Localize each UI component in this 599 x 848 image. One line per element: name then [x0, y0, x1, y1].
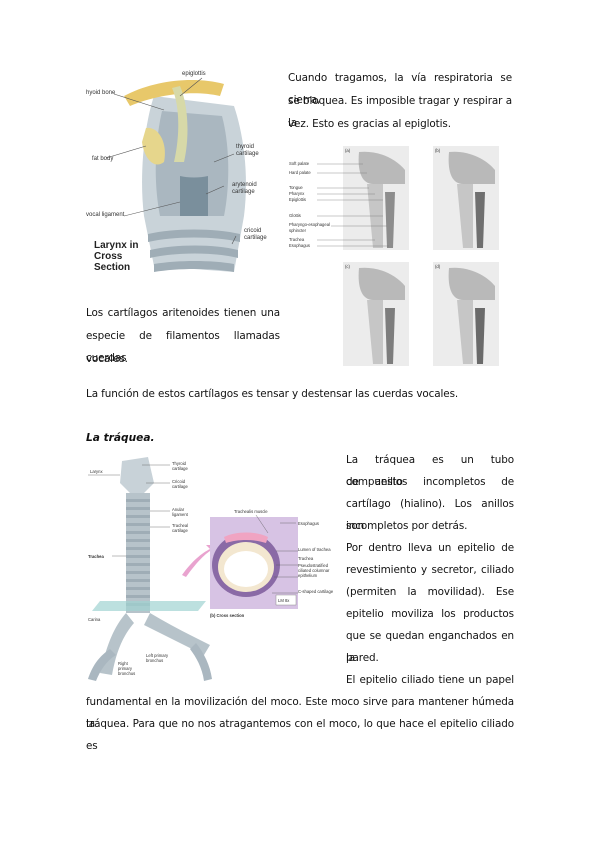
paragraph-funcion: La función de estos cartílagos es tensar… — [86, 388, 459, 400]
label-trachea-s: Trachea — [298, 556, 314, 561]
paragraph-traquea-line3: cartílago (hialino). Los anillos son — [346, 498, 514, 532]
paragraph-full-line1: fundamental en la movilización del moco.… — [86, 696, 514, 730]
label-right-bronchus-2: primary — [118, 666, 133, 671]
paragraph-epiglotis-line1: Cuando tragamos, la vía respiratoria se … — [288, 72, 512, 106]
paragraph-traquea-line9: que se quedan enganchados en la — [346, 630, 514, 664]
label-thyroid-t: Thyroid — [172, 461, 187, 466]
label-glottis: Glottis — [289, 213, 301, 218]
trachea-figure: Larynx Thyroid cartilage Cricoid cartila… — [86, 453, 340, 685]
label-thyroid-cartilage: cartilage — [236, 151, 259, 157]
label-carina: Carina — [88, 617, 101, 622]
swallow-panel-c — [343, 262, 409, 366]
label-thyroid: thyroid — [236, 144, 254, 150]
paragraph-full-line2: tráquea. Para que no nos atragantemos co… — [86, 718, 514, 752]
panel-label-d: (d) — [435, 264, 441, 269]
label-cross-section: (b) Cross section — [210, 613, 245, 618]
label-tracheal: Tracheal — [172, 523, 188, 528]
label-epiglottis-b: Epiglottis — [289, 197, 306, 202]
label-pharyngo-esophageal: Pharyngo-esophageal — [289, 222, 330, 227]
paragraph-traquea-line1: La tráquea es un tubo compuesto — [346, 454, 514, 488]
label-pseudostratified: Pseudostratified — [298, 563, 329, 568]
label-right-bronchus: Right — [118, 661, 129, 666]
label-trachealis-muscle: Trachealis muscle — [234, 509, 268, 514]
label-arytenoid-cartilage: cartilage — [232, 189, 255, 195]
paragraph-epiglotis-line3: vez. Esto es gracias al epiglotis. — [288, 118, 451, 130]
label-left-bronchus-2: bronchus — [146, 658, 163, 663]
label-hard-palate: Hard palate — [289, 170, 311, 175]
larynx-title-line2: Cross — [94, 251, 123, 262]
label-arytenoid: arytenoid — [232, 182, 257, 188]
label-lm: LM 8x — [278, 598, 290, 603]
label-tracheal-cartilage: cartilage — [172, 528, 188, 533]
swallowing-figure: (a) (b) (c) (d) Soft palate Hard palate … — [287, 144, 507, 370]
label-c-shaped-cartilage: C-shaped cartilage — [298, 589, 334, 594]
panel-label-b: (b) — [435, 148, 441, 153]
label-tongue: Tongue — [289, 185, 303, 190]
label-larynx: Larynx — [90, 469, 103, 474]
label-soft-palate: Soft palate — [289, 161, 310, 166]
label-anular: Anular — [172, 507, 185, 512]
paragraph-traquea-line11: El epitelio ciliado tiene un papel — [346, 674, 514, 686]
label-ciliated-columnar: ciliated columnar — [298, 568, 330, 573]
label-fat-body: fat body — [92, 156, 113, 162]
paragraph-aritenoides-line1: Los cartílagos aritenoides tienen una — [86, 307, 280, 319]
label-epithelium: epithelium — [298, 573, 318, 578]
label-pharynx: Pharynx — [289, 191, 305, 196]
label-lumen: Lumen of trachea — [298, 547, 331, 552]
larynx-title-line1: Larynx in — [94, 240, 138, 251]
label-cricoid-t: Cricoid — [172, 479, 186, 484]
paragraph-traquea-line6: revestimiento y secretor, ciliado — [346, 564, 514, 576]
swallow-panel-d — [433, 262, 499, 366]
paragraph-epiglotis-line2: se bloquea. Es imposible tragar y respir… — [288, 95, 512, 129]
paragraph-traquea-line10: pared. — [346, 652, 379, 664]
label-trachea-t: Trachea — [88, 554, 105, 559]
paragraph-traquea-line7: (permiten la movilidad). Ese — [346, 586, 514, 598]
label-thyroid-cartilage-t: cartilage — [172, 466, 188, 471]
larynx-title-line3: Section — [94, 262, 130, 273]
panel-label-a: (a) — [345, 148, 351, 153]
paragraph-traquea-line2: de anillos incompletos de — [346, 476, 514, 488]
label-cricoid-cartilage-t: cartilage — [172, 484, 188, 489]
swallow-panel-a — [343, 146, 409, 250]
label-esophagus-t: Esophagus — [298, 521, 319, 526]
label-anular-ligament: ligament — [172, 512, 189, 517]
paragraph-aritenoides-line2: especie de filamentos llamadas cuerdas — [86, 330, 280, 364]
paragraph-aritenoides-line3: vocales. — [86, 353, 128, 365]
paragraph-traquea-line4: incompletos por detrás. — [346, 520, 468, 532]
paragraph-traquea-line5: Por dentro lleva un epitelio de — [346, 542, 514, 554]
label-cricoid-cartilage: cartilage — [244, 235, 267, 241]
label-cricoid: cricoid — [244, 228, 261, 234]
larynx-cross-section-figure: epiglottis hyoid bone thyroid cartilage … — [84, 66, 280, 292]
section-title-traquea: La tráquea. — [86, 432, 155, 444]
paragraph-traquea-line8: epitelio moviliza los productos — [346, 608, 514, 620]
swallow-panel-b — [433, 146, 499, 250]
label-vocal-ligament: vocal ligament — [86, 212, 125, 218]
label-right-bronchus-3: bronchus — [118, 671, 135, 676]
label-esophagus-b: Esophagus — [289, 243, 310, 248]
label-left-bronchus: Left primary — [146, 653, 169, 658]
label-sphincter: sphincter — [289, 228, 307, 233]
label-epiglottis: epiglottis — [182, 71, 206, 77]
label-trachea-b: Trachea — [289, 237, 305, 242]
label-hyoid-bone: hyoid bone — [86, 90, 116, 96]
panel-label-c: (c) — [345, 264, 350, 269]
